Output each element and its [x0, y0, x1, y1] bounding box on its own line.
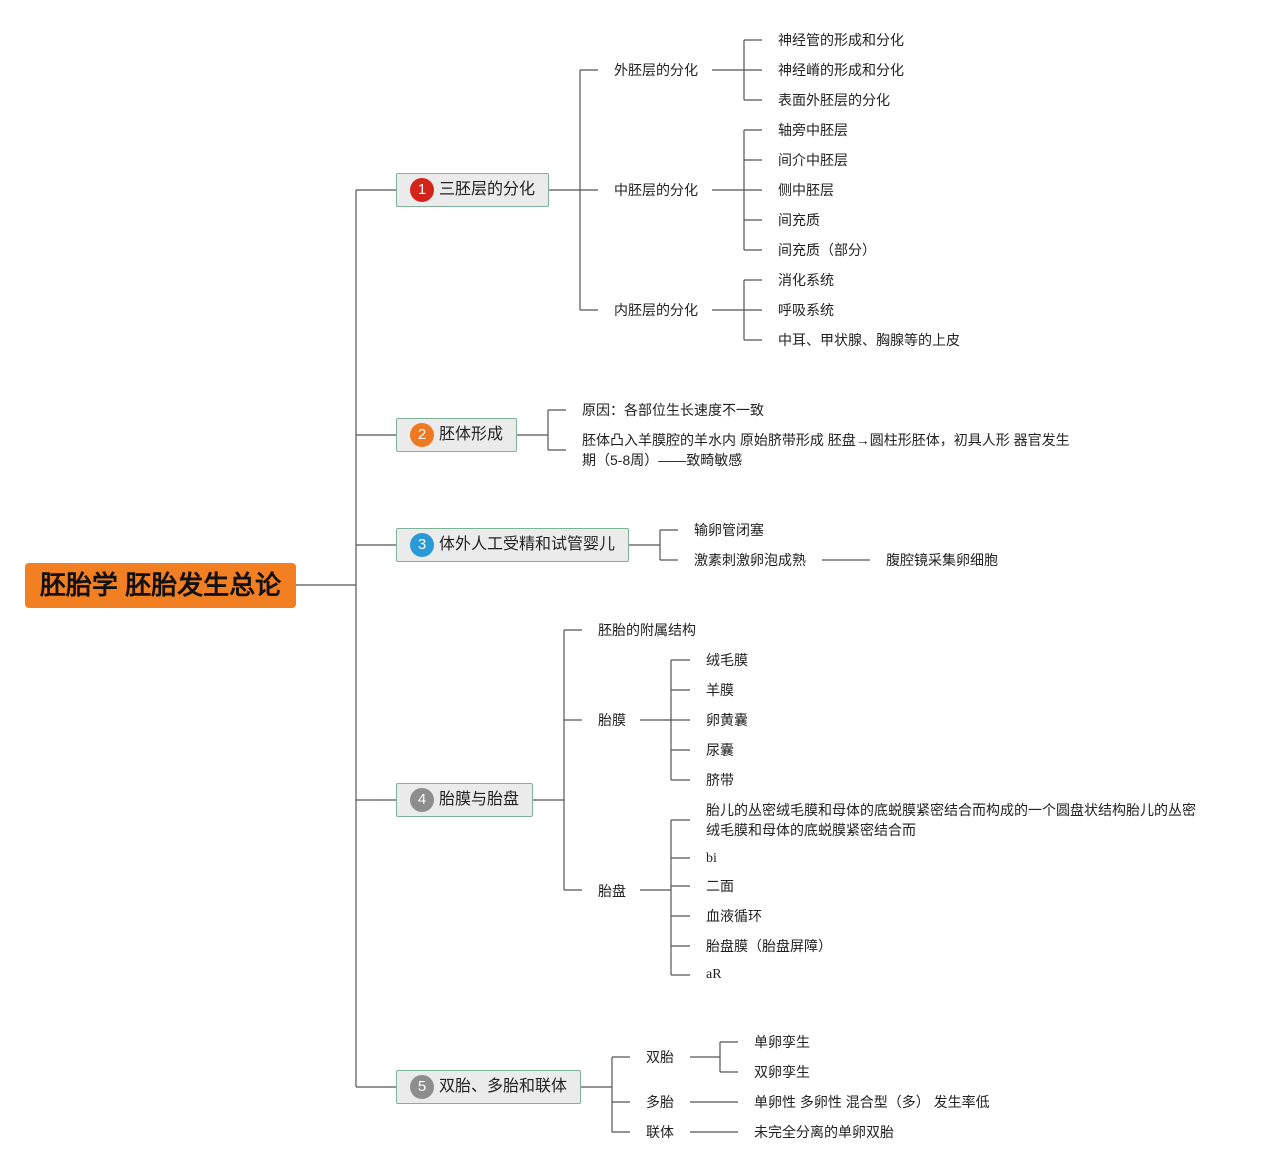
branch-ivf[interactable]: 3 体外人工受精和试管婴儿	[396, 528, 629, 562]
mesoderm-item[interactable]: 侧中胚层	[778, 182, 834, 198]
membrane-item[interactable]: 尿囊	[706, 742, 734, 758]
conjoined-topic[interactable]: 联体	[646, 1124, 674, 1140]
branch-membranes-placenta[interactable]: 4 胎膜与胎盘	[396, 783, 533, 817]
ectoderm-topic[interactable]: 外胚层的分化	[614, 62, 698, 78]
mesoderm-item[interactable]: 间充质	[778, 212, 820, 228]
twins-item[interactable]: 单卵孪生	[754, 1034, 810, 1050]
root-topic[interactable]: 胚胎学 胚胎发生总论	[25, 563, 296, 608]
placenta-item[interactable]: aR	[706, 967, 722, 982]
number-badge: 1	[410, 178, 434, 202]
placenta-item[interactable]: 胎儿的丛密绒毛膜和母体的底蜕膜紧密结合而构成的一个圆盘状结构胎儿的丛密绒毛膜和母…	[706, 802, 1196, 838]
endoderm-topic[interactable]: 内胚层的分化	[614, 302, 698, 318]
endoderm-item[interactable]: 呼吸系统	[778, 302, 834, 318]
ivf-item[interactable]: 激素刺激卵泡成熟	[694, 552, 806, 568]
membrane-item[interactable]: 脐带	[706, 772, 734, 788]
multiple-births-topic[interactable]: 多胎	[646, 1094, 674, 1110]
placenta-item[interactable]: 二面	[706, 878, 734, 894]
number-badge: 2	[410, 423, 434, 447]
branch-title: 体外人工受精和试管婴儿	[439, 536, 616, 553]
branch-title: 三胚层的分化	[439, 181, 536, 198]
membrane-item[interactable]: 羊膜	[706, 682, 734, 698]
ectoderm-item[interactable]: 神经管的形成和分化	[778, 32, 904, 48]
branch-title: 胚体形成	[439, 426, 504, 443]
endoderm-item[interactable]: 消化系统	[778, 272, 834, 288]
ectoderm-item[interactable]: 神经嵴的形成和分化	[778, 62, 904, 78]
twins-topic[interactable]: 双胎	[646, 1049, 674, 1065]
embryo-formation-item[interactable]: 胚体凸入羊膜腔的羊水内 原始脐带形成 胚盘→圆柱形胚体，初具人形 器官发生期（5…	[582, 432, 1070, 468]
branch-twins[interactable]: 5 双胎、多胎和联体	[396, 1070, 581, 1104]
branch-title: 双胎、多胎和联体	[439, 1078, 568, 1095]
endoderm-item[interactable]: 中耳、甲状腺、胸腺等的上皮	[778, 332, 960, 348]
branch-three-germ-layers[interactable]: 1 三胚层的分化	[396, 173, 549, 207]
ivf-subitem[interactable]: 腹腔镜采集卵细胞	[886, 552, 998, 568]
membrane-item[interactable]: 绒毛膜	[706, 652, 748, 668]
twins-item[interactable]: 双卵孪生	[754, 1064, 810, 1080]
mesoderm-topic[interactable]: 中胚层的分化	[614, 182, 698, 198]
number-badge: 4	[410, 788, 434, 812]
ivf-item[interactable]: 输卵管闭塞	[694, 522, 764, 538]
number-badge: 5	[410, 1075, 434, 1099]
mesoderm-item[interactable]: 轴旁中胚层	[778, 122, 848, 138]
fetal-membrane-topic[interactable]: 胎膜	[598, 712, 626, 728]
branch-title: 胎膜与胎盘	[439, 791, 520, 808]
number-badge: 3	[410, 533, 434, 557]
ectoderm-item[interactable]: 表面外胚层的分化	[778, 92, 890, 108]
conjoined-detail[interactable]: 未完全分离的单卵双胎	[754, 1124, 894, 1140]
placenta-item[interactable]: bi	[706, 851, 717, 866]
membrane-item[interactable]: 卵黄囊	[706, 712, 748, 728]
mesoderm-item[interactable]: 间充质（部分）	[778, 242, 876, 258]
mesoderm-item[interactable]: 间介中胚层	[778, 152, 848, 168]
placenta-topic[interactable]: 胎盘	[598, 883, 626, 899]
placenta-item[interactable]: 胎盘膜（胎盘屏障）	[706, 938, 832, 954]
placenta-item[interactable]: 血液循环	[706, 908, 762, 924]
embryo-formation-item[interactable]: 原因：各部位生长速度不一致	[582, 402, 764, 418]
branch-embryo-formation[interactable]: 2 胚体形成	[396, 418, 517, 452]
multiple-births-detail[interactable]: 单卵性 多卵性 混合型（多） 发生率低	[754, 1094, 990, 1110]
appendage-topic[interactable]: 胚胎的附属结构	[598, 622, 696, 638]
